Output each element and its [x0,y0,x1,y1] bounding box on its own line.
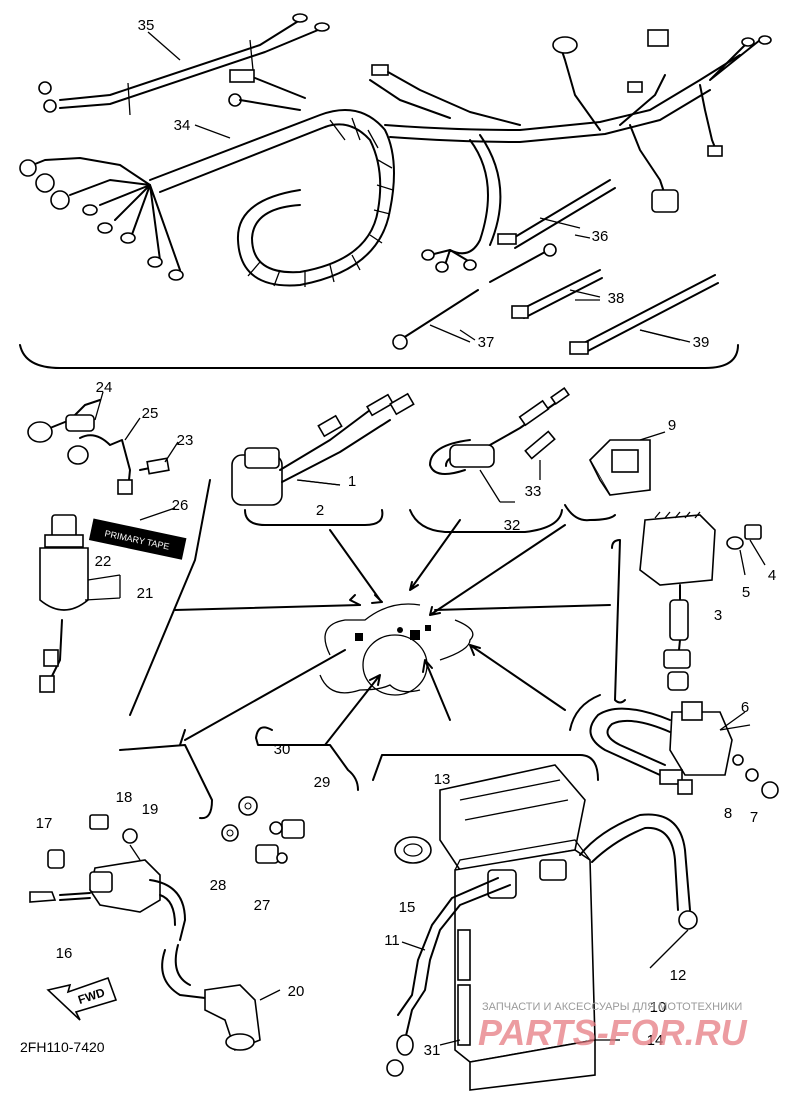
callout-13: 13 [434,771,451,788]
callout-23: 23 [177,432,194,449]
callout-32: 32 [504,517,521,534]
callout-35: 35 [138,17,155,34]
vehicle-location-sketch [179,519,611,746]
part-9-cover [564,431,666,522]
callout-33: 33 [525,483,542,500]
wire-harness-34 [19,29,772,287]
label-plate-26: PRIMARY TAPE [88,518,187,560]
parts-1-2 [231,392,415,526]
callout-15: 15 [399,899,416,916]
sub-lead-35 [38,13,330,116]
callout-34: 34 [174,117,191,134]
parts-23-24-25 [27,399,170,495]
switch-group-bracket [255,726,359,791]
left-group-bracket [129,479,211,716]
fwd-arrow: FWD [46,976,118,1021]
main-switch-21-22 [39,514,121,693]
callout-36: 36 [592,228,609,245]
fuse-holder-32-33 [409,387,570,533]
callout-16: 16 [56,945,73,962]
callout-38: 38 [608,290,625,307]
callout-6: 6 [741,699,749,716]
callout-7: 7 [750,809,758,826]
callout-20: 20 [288,983,305,1000]
callout-29: 29 [314,774,331,791]
callout-3: 3 [714,607,722,624]
lower-left-bracket [119,744,213,820]
callout-30: 30 [274,741,291,758]
callout-19: 19 [142,801,159,818]
starter-relay-6-7-8 [569,694,779,799]
callout-18: 18 [116,789,133,806]
rectifier-3-4-5 [611,511,766,704]
callout-1: 1 [348,473,356,490]
callout-22: 22 [95,553,112,570]
watermark-line1: ЗАПЧАСТИ И АКСЕССУАРЫ ДЛЯ МОТОТЕХНИКИ [482,1001,742,1013]
battery-assembly-10-15-31 [386,764,698,1091]
callout-2: 2 [316,502,324,519]
switches-27-30 [221,796,305,864]
callout-17: 17 [36,815,53,832]
diagram-code: 2FH110-7420 [20,1039,105,1055]
callout-12: 12 [670,967,687,984]
callout-leaders [94,31,746,1046]
harness-group-bracket [19,344,739,369]
callout-8: 8 [724,805,732,822]
callout-5: 5 [742,584,750,601]
callout-39: 39 [693,334,710,351]
callout-10: 10 [650,999,667,1016]
callout-37: 37 [478,334,495,351]
battery-bracket [372,754,599,781]
callout-21: 21 [137,585,154,602]
callout-24: 24 [96,379,113,396]
callout-31: 31 [424,1042,441,1059]
callout-25: 25 [142,405,159,422]
callout-14: 14 [647,1032,664,1049]
starter-motor-and-cap-16-20 [29,814,261,1052]
watermark: ЗАПЧАСТИ И АКСЕССУАРЫ ДЛЯ МОТОТЕХНИКИ PA… [478,1001,748,1053]
watermark-line2: PARTS-FOR.RU [478,1012,748,1053]
bands-and-lead-36-39 [392,179,719,355]
callout-11: 11 [384,932,400,949]
callout-4: 4 [768,567,776,584]
callout-28: 28 [210,877,227,894]
callout-9: 9 [668,417,676,434]
callout-27: 27 [254,897,271,914]
callout-labels: 1 2 3 4 5 6 7 8 9 10 11 12 13 14 15 16 1… [36,17,777,1059]
callout-26: 26 [172,497,189,514]
